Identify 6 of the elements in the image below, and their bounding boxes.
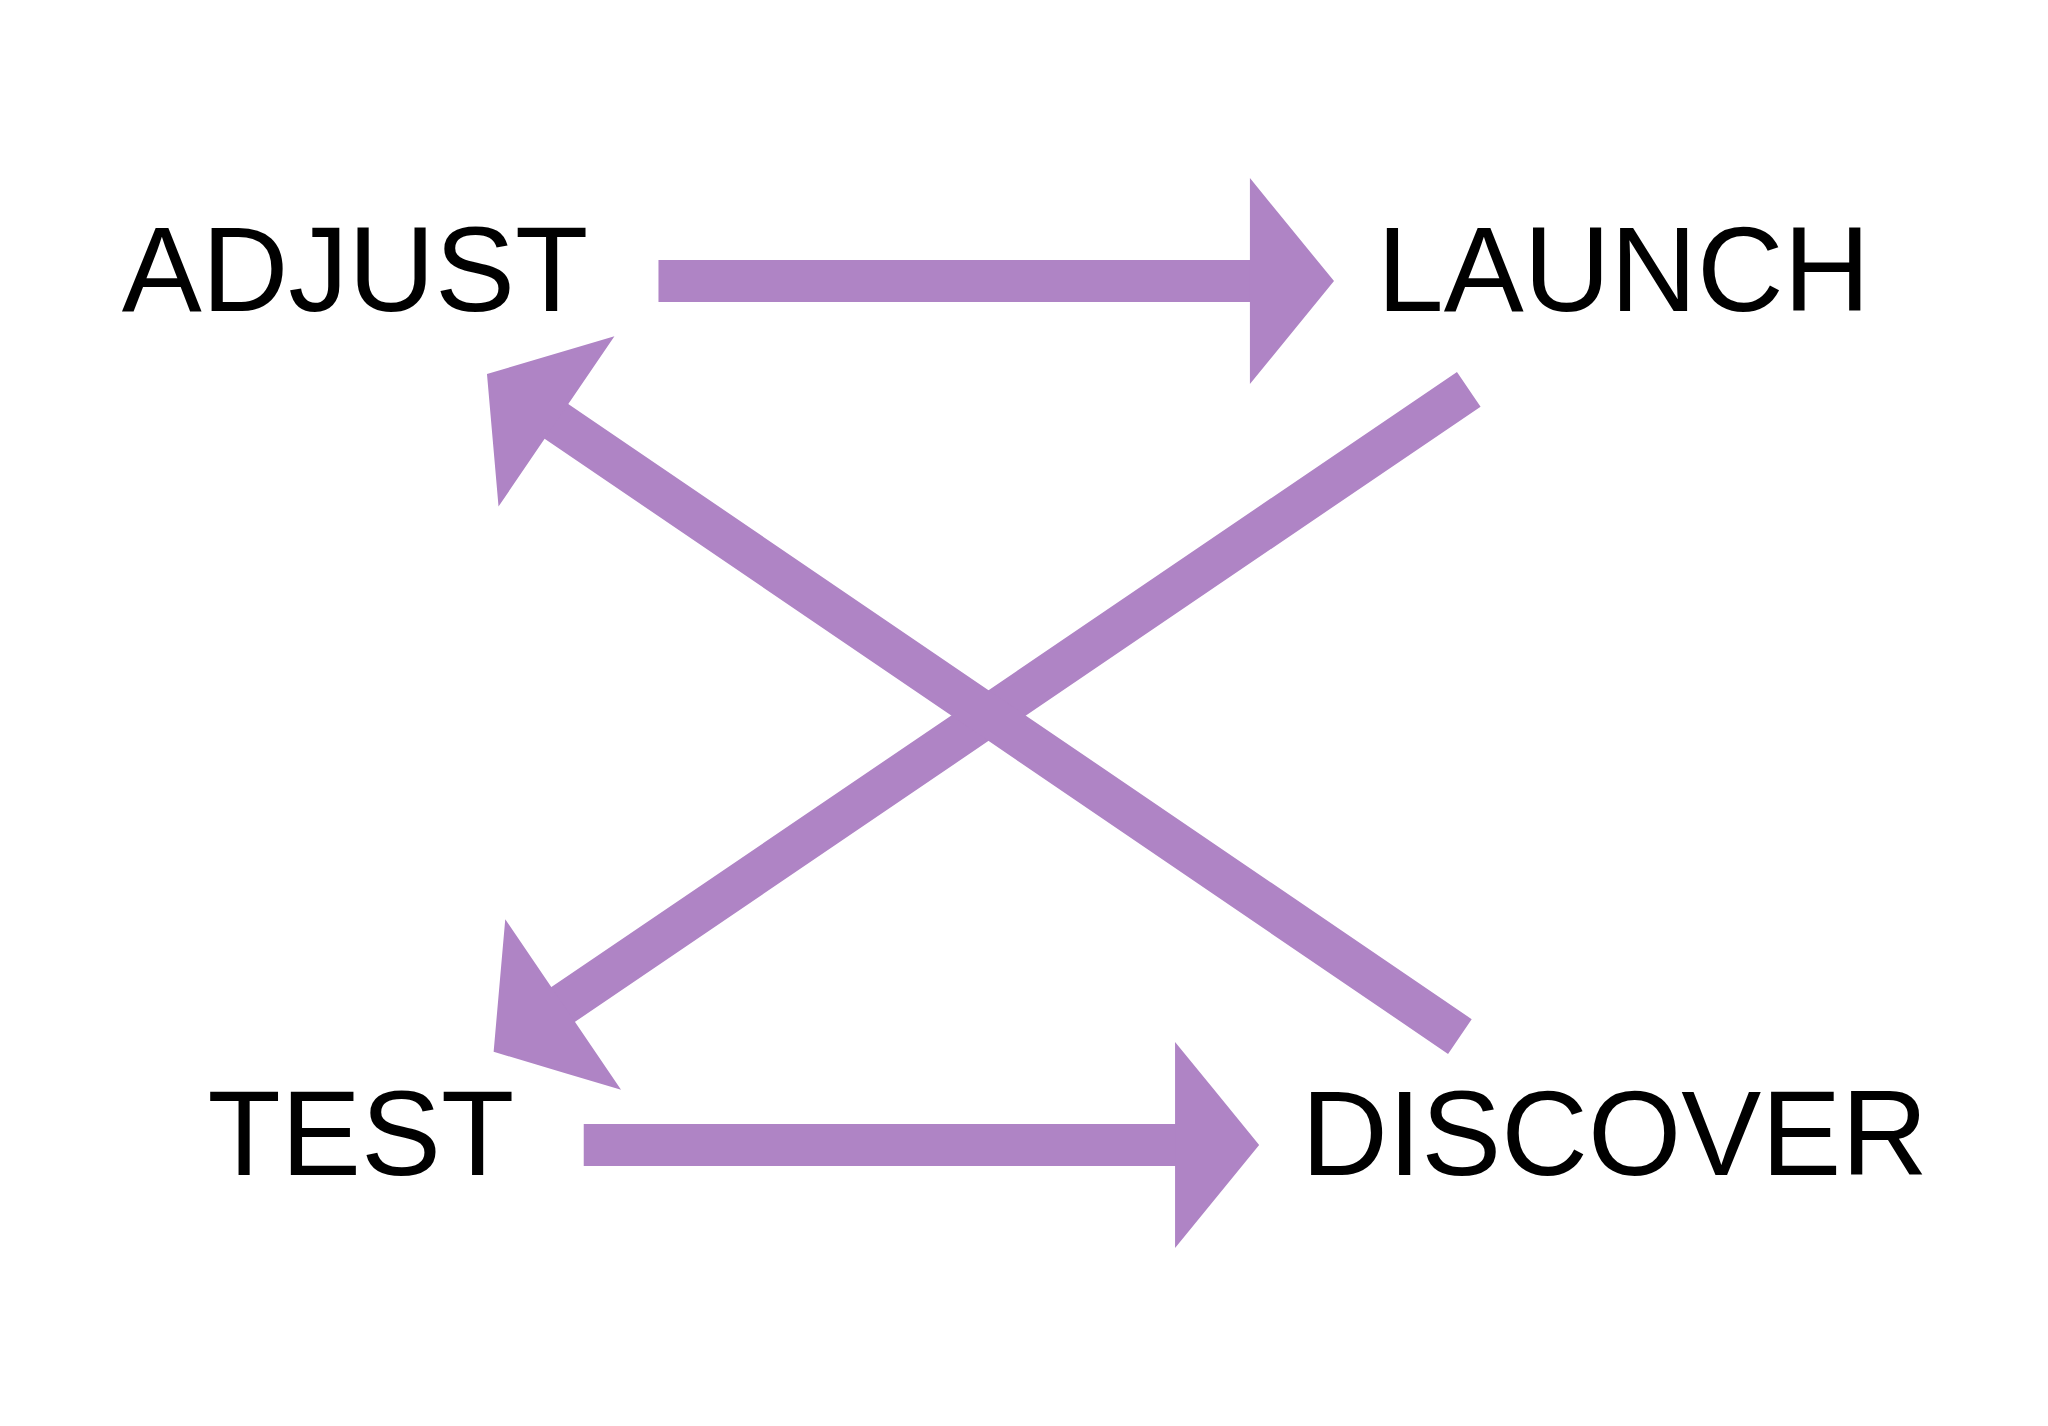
node-text: LAUNCH	[1376, 202, 1870, 337]
arrow	[583, 1041, 1259, 1248]
arrow	[657, 178, 1334, 385]
node-text: ADJUST	[121, 202, 588, 337]
node-text: DISCOVER	[1300, 1065, 1928, 1200]
node-text: TEST	[207, 1065, 514, 1200]
